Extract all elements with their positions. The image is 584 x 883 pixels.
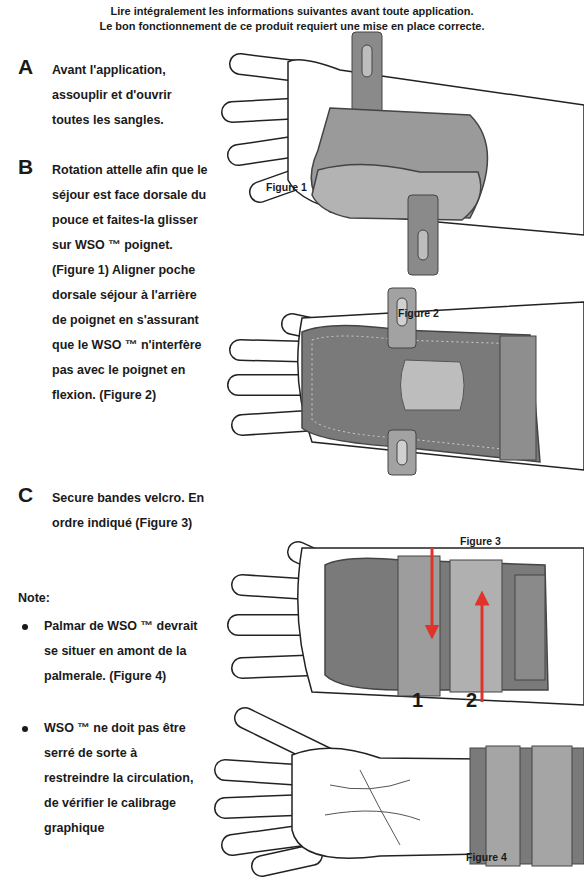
- step-text: Rotation attelle afin que le séjour est …: [52, 158, 214, 408]
- note-heading: Note:: [18, 586, 98, 611]
- header-line: Lire intégralement les informations suiv…: [0, 4, 584, 19]
- step-text: Secure bandes velcro. En ordre indiqué (…: [52, 486, 212, 536]
- step-letter: C: [18, 482, 44, 507]
- callout-number: 2: [466, 688, 486, 712]
- hand-figure-1: [232, 32, 584, 275]
- hand-figure-4: [225, 718, 584, 866]
- step-letter: B: [18, 154, 44, 179]
- note-text: Palmar de WSO ™ devrait se situer en amo…: [44, 614, 199, 689]
- figure-caption: Figure 1: [266, 180, 336, 194]
- hand-figure-2: [238, 288, 584, 475]
- bullet-dot: [22, 726, 28, 732]
- figure-caption: Figure 3: [460, 534, 530, 548]
- figure-caption: Figure 4: [466, 850, 536, 864]
- figure-caption: Figure 2: [398, 306, 468, 320]
- note-text: WSO ™ ne doit pas être serré de sorte à …: [44, 716, 199, 841]
- step-letter: A: [18, 54, 44, 79]
- bullet-dot: [22, 624, 28, 630]
- hand-figure-3: [238, 548, 584, 705]
- callout-number: 1: [412, 688, 432, 712]
- step-text: Avant l'application, assouplir et d'ouvr…: [52, 58, 212, 133]
- header-line: Le bon fonctionnement de ce produit requ…: [0, 19, 584, 34]
